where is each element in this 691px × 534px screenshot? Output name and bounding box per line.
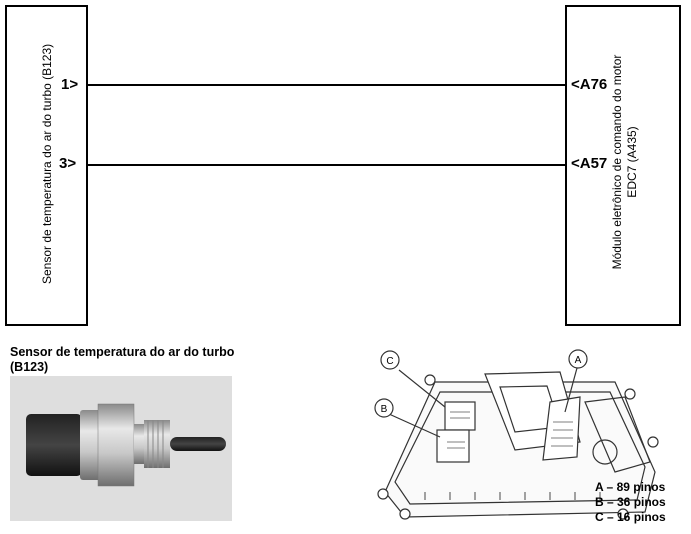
sensor-photo (10, 376, 232, 521)
connector-legend: A – 89 pinos B – 36 pinos C – 16 pinos (595, 480, 666, 525)
module-pin-a76: <A76 (571, 76, 608, 93)
sensor-pin-3: 3> (59, 155, 77, 172)
caption-line2: (B123) (10, 360, 49, 374)
module-label-line2: EDC7 (A435) (625, 126, 639, 198)
sensor-box-label: Sensor de temperatura do ar do turbo (B1… (40, 43, 54, 284)
module-label-line1: Módulo eletrônico de comando do motor (610, 54, 624, 270)
callout-b: B (381, 404, 388, 415)
callout-a: A (575, 355, 582, 366)
legend-c: C – 16 pinos (595, 510, 666, 524)
sensor-probe (170, 437, 226, 451)
caption-line1: Sensor de temperatura do ar do turbo (10, 345, 235, 359)
sensor-photo-caption: Sensor de temperatura do ar do turbo (B1… (10, 345, 234, 375)
sensor-box: Sensor de temperatura do ar do turbo (B1… (5, 5, 88, 326)
module-box: Módulo eletrônico de comando do motor ED… (565, 5, 681, 326)
wire-2 (87, 164, 566, 166)
callout-c: C (386, 356, 393, 367)
legend-a: A – 89 pinos (595, 480, 666, 494)
module-pin-a57: <A57 (571, 155, 608, 172)
legend-b: B – 36 pinos (595, 495, 666, 509)
sensor-pin-1: 1> (61, 76, 79, 93)
sensor-connector (26, 414, 82, 476)
module-box-label: Módulo eletrônico de comando do motor ED… (610, 32, 640, 292)
wire-1 (87, 84, 566, 86)
ecu-drawing: C B A (374, 349, 659, 520)
